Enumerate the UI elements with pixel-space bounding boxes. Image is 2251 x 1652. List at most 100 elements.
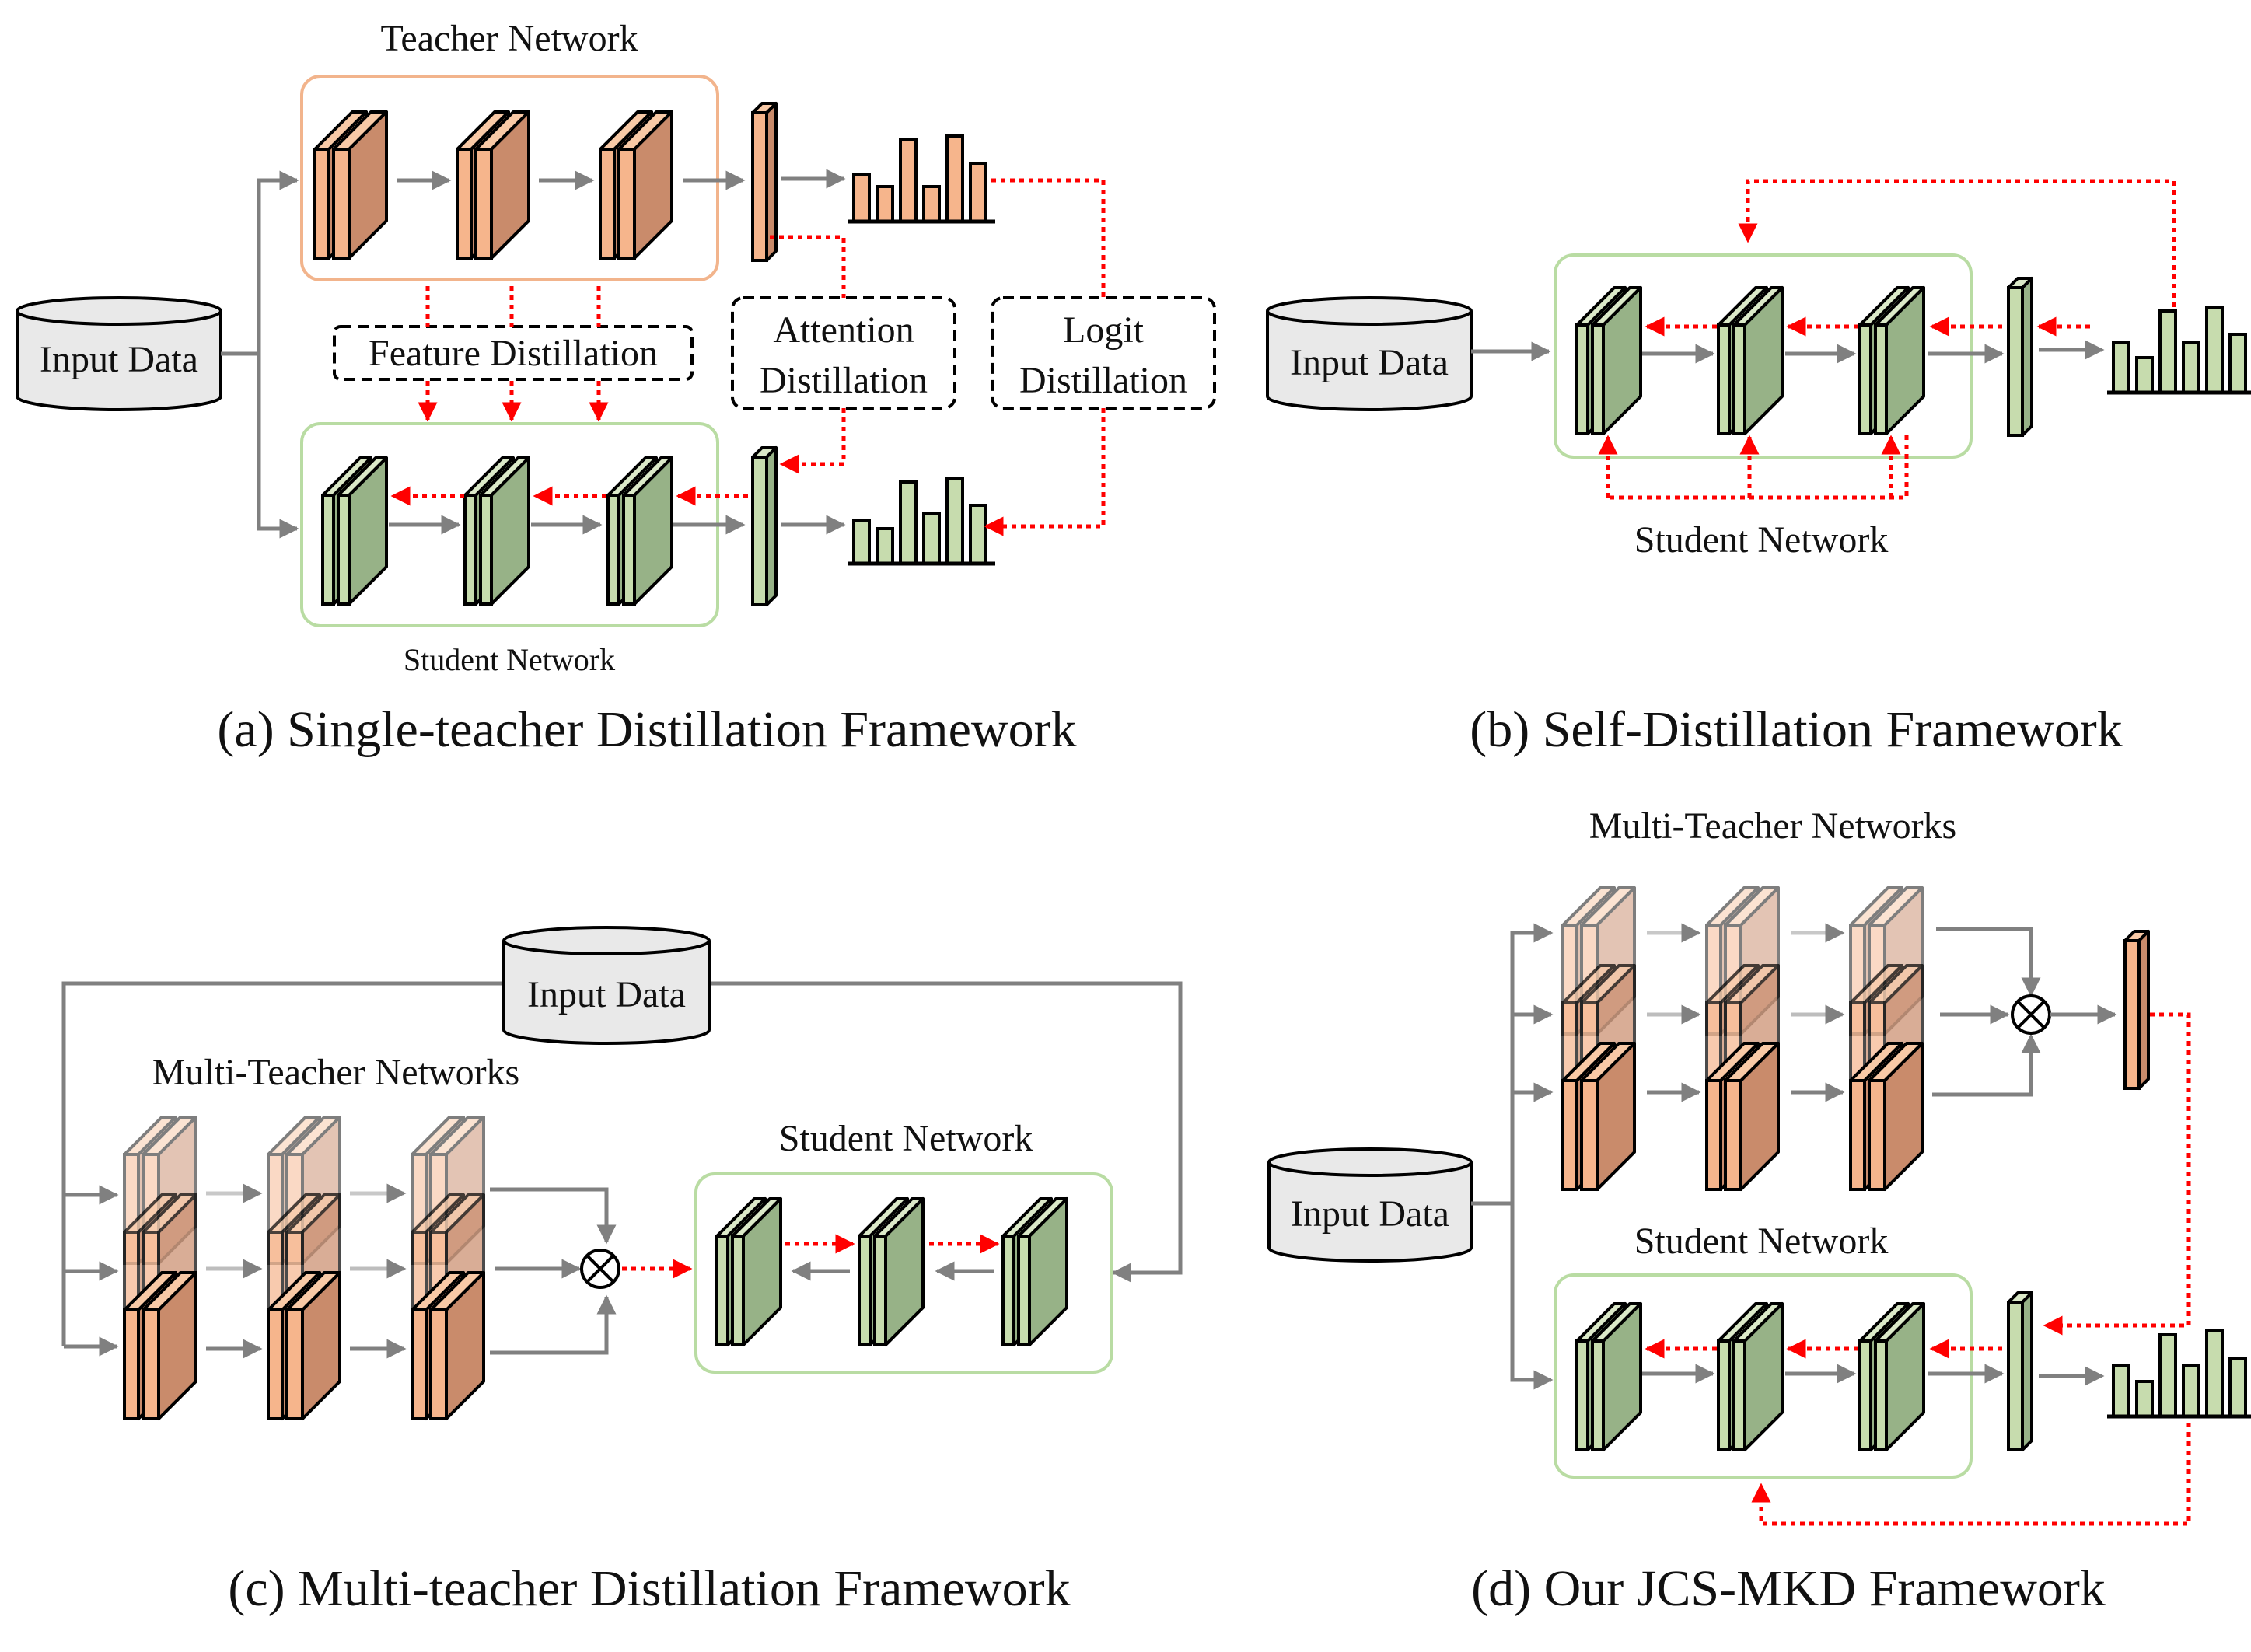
slab-front xyxy=(599,148,616,260)
input-data-db: Input Data xyxy=(1267,1147,1473,1263)
multi-teacher-blocks xyxy=(64,1116,485,1420)
slab-front xyxy=(463,494,477,606)
logit-bar xyxy=(2135,356,2154,394)
teacher-distill-arrow xyxy=(2043,1012,2191,1336)
student-conv-block xyxy=(1858,286,1925,435)
slab-front xyxy=(479,494,493,606)
fusion-operator xyxy=(580,1249,620,1289)
multi-teacher-label: Multi-Teacher Networks xyxy=(152,1052,519,1093)
slab-front xyxy=(2007,286,2024,437)
teacher-conv-block xyxy=(267,1271,341,1420)
input-branch xyxy=(1510,1203,1554,1390)
panel-d: Multi-Teacher Networks Input Data Studen… xyxy=(1267,805,2251,1617)
attention-label-line2: Distillation xyxy=(760,360,928,401)
student-conv-block xyxy=(1001,1197,1068,1346)
input-data-label: Input Data xyxy=(527,974,686,1015)
logit-bar xyxy=(2158,309,2177,394)
teacher-conv-block xyxy=(1705,1042,1780,1191)
slab-front xyxy=(1874,1339,1888,1451)
student-blocks xyxy=(715,1197,1068,1346)
slab-front xyxy=(142,1308,160,1420)
slab-front xyxy=(1580,1079,1599,1191)
student-network-label: Student Network xyxy=(1634,1221,1889,1262)
input-to-networks-arrow xyxy=(221,178,297,531)
teacher-conv-block xyxy=(1849,1042,1924,1191)
attention-distill-link xyxy=(770,235,846,298)
logit-bar xyxy=(2228,1357,2247,1418)
multi-teacher-label: Multi-Teacher Networks xyxy=(1589,805,1956,847)
slab-front xyxy=(285,1308,304,1420)
slab-front xyxy=(1858,323,1872,435)
teacher-logit-bars xyxy=(848,134,995,224)
student-conv-block xyxy=(463,456,530,606)
student-network-label: Student Network xyxy=(779,1118,1033,1159)
logit-bar xyxy=(876,185,894,223)
input-data-label: Input Data xyxy=(40,339,198,380)
feature-distillation-label: Feature Distillation xyxy=(369,333,658,374)
fusion-cross xyxy=(585,1254,615,1284)
student-conv-block xyxy=(1575,1302,1642,1451)
slab-front xyxy=(1717,1339,1731,1451)
slab-front xyxy=(1874,323,1888,435)
logit-bar xyxy=(2135,1380,2154,1418)
logit-bar xyxy=(2112,1364,2130,1418)
slab-front xyxy=(606,494,620,606)
slab-front xyxy=(411,1308,428,1420)
student-network-box xyxy=(1554,1273,1973,1479)
slab-front xyxy=(123,1308,140,1420)
slab-front xyxy=(1732,323,1746,435)
logit-bar xyxy=(852,173,871,223)
caption-b: (b) Self-Distillation Framework xyxy=(1470,701,2123,758)
slab-front xyxy=(267,1308,284,1420)
slab-front xyxy=(751,111,768,262)
panel-a-distillation-links xyxy=(418,102,1106,606)
logit-bar xyxy=(945,477,964,565)
student-network-label: Student Network xyxy=(404,642,615,677)
slab-front xyxy=(1001,1235,1015,1346)
teacher-conv-block xyxy=(599,110,673,260)
logit-bar xyxy=(969,504,987,565)
attention-label-line1: Attention xyxy=(773,309,914,351)
slab-front xyxy=(1705,1079,1722,1191)
student-conv-block xyxy=(606,456,673,606)
logit-bar xyxy=(899,138,918,223)
attention-distill-arrow xyxy=(779,408,846,474)
teacher-conv-block xyxy=(411,1271,485,1420)
fusion-cross xyxy=(2016,1000,2046,1029)
panel-c-links xyxy=(490,1187,693,1355)
slab-front xyxy=(1868,1079,1886,1191)
slab-front xyxy=(751,456,768,606)
teacher-fusion-arrow xyxy=(1932,1033,2041,1097)
slab-front xyxy=(1732,1339,1746,1451)
logit-distill-arrow xyxy=(984,408,1106,536)
caption-c: (c) Multi-teacher Distillation Framework xyxy=(228,1560,1070,1617)
slab-front xyxy=(321,494,335,606)
logit-bar xyxy=(2112,341,2130,394)
logit-bar xyxy=(2205,306,2224,394)
slab-front xyxy=(617,148,636,260)
student-conv-block xyxy=(715,1197,782,1346)
slab-front xyxy=(1724,1079,1742,1191)
student-conv-block xyxy=(321,456,388,606)
student-conv-block xyxy=(1717,1302,1784,1451)
slab-front xyxy=(622,494,636,606)
logit-bar xyxy=(2205,1329,2224,1418)
slab-front xyxy=(1717,323,1731,435)
caption-a: (a) Single-teacher Distillation Framewor… xyxy=(217,701,1076,758)
panel-b-distillation-links xyxy=(1598,179,2251,500)
slab-front xyxy=(1591,323,1605,435)
teacher-fusion-arrow xyxy=(1936,927,2041,997)
self-distill-bottom xyxy=(1608,435,1909,500)
slab-front xyxy=(715,1235,729,1346)
slab-front xyxy=(2007,1301,2024,1451)
slab-front xyxy=(1017,1235,1031,1346)
student-logit-bars xyxy=(848,477,995,566)
logit-label-line2: Distillation xyxy=(1019,360,1187,401)
input-data-db: Input Data xyxy=(16,296,222,411)
logit-bar xyxy=(2228,333,2247,394)
slab-front xyxy=(1575,1339,1589,1451)
logit-bar xyxy=(852,519,871,565)
logit-bar xyxy=(899,480,918,565)
input-data-db: Input Data xyxy=(1266,296,1473,411)
student-logit-bars xyxy=(2107,306,2251,395)
